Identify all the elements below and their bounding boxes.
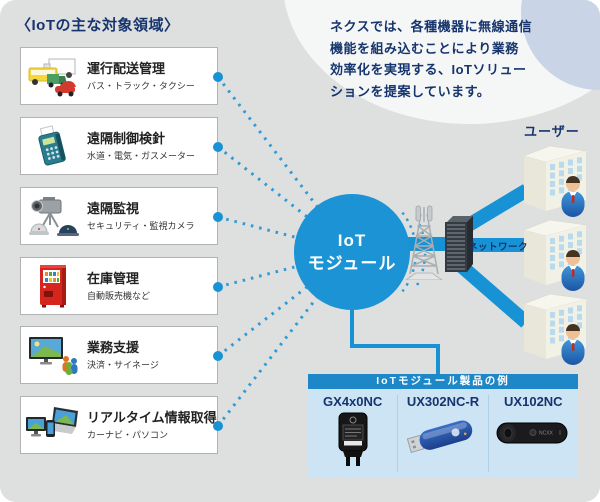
intro-line: 機能を組み込むことにより業務 [330,40,519,56]
area-subtitle: セキュリティ・監視カメラ [87,220,195,231]
cell-tower-icon [405,205,443,280]
camera-icon [21,196,87,236]
area-box-metering: 遠隔制御検針 水道・電気・ガスメーター [20,117,218,175]
band-server-to-building-2 [462,238,526,252]
product-ux102nc: UX102NC NCXX [489,389,578,478]
area-subtitle: 自動販売機など [87,290,151,301]
area-box-delivery: 運行配送管理 バス・トラック・タクシー [20,47,218,105]
usb-dongle-black-icon: NCXX [496,422,568,444]
intro-text: ネクスでは、各種機器に無線通信 機能を組み込むことにより業務 効率化を実現する、… [330,16,532,102]
user-building-icon [523,145,587,218]
link-bullets [213,72,223,431]
area-subtitle: 決済・サイネージ [87,359,159,370]
vending-machine-icon [21,263,87,309]
product-gx4x0nc: GX4x0NC [308,389,397,478]
product-ux302nc-r: UX302NC-R [398,389,487,478]
product-name: UX102NC [504,394,563,409]
intro-line: ションを提案しています。 [330,83,491,99]
hub-label-line2: モジュール [307,254,397,273]
area-box-realtime: リアルタイム情報取得 カーナビ・パソコン [20,396,218,454]
usb-dongle-blue-icon [406,420,473,453]
ac-adapter-module-icon [338,412,368,466]
area-title: リアルタイム情報取得 [87,409,217,425]
meter-icon [21,124,87,168]
area-subtitle: バス・トラック・タクシー [87,80,195,91]
hub-label-line1: IoT [337,231,367,250]
area-box-business: 業務支援 決済・サイネージ [20,326,218,384]
brand-mark: NCXX [539,431,554,437]
network-server-icon [445,216,473,272]
intro-line: 効率化を実現する、IoTソリュー [330,62,527,77]
area-title: 業務支援 [87,339,140,355]
hub-to-panel-connector [350,302,440,375]
panel-divider [487,395,489,472]
area-box-monitoring: 遠隔監視 セキュリティ・監視カメラ [20,187,218,245]
products-panel-header: IoTモジュール製品の例 [308,374,578,389]
product-name: GX4x0NC [323,394,383,409]
area-title: 遠隔制御検針 [87,130,166,146]
product-name: UX302NC-R [406,394,480,409]
panel-divider [397,395,399,472]
area-title: 在庫管理 [87,270,140,286]
page-title: 〈IoTの主な対象領域〉 [16,17,180,34]
intro-line: ネクスでは、各種機器に無線通信 [330,19,533,34]
products-panel: GX4x0NC UX302NC-R [308,389,578,478]
user-building-icon [523,219,587,292]
signage-icon [21,335,87,375]
area-subtitle: 水道・電気・ガスメーター [87,150,196,161]
users-label: ユーザー [524,124,580,139]
area-box-inventory: 在庫管理 自動販売機など [20,257,218,315]
network-label: ネットワーク [468,242,529,253]
area-title: 遠隔監視 [87,200,140,216]
area-subtitle: カーナビ・パソコン [87,429,169,440]
devices-icon [21,405,87,445]
iot-module-hub: IoT モジュール [294,194,410,310]
user-building-icon [523,293,587,366]
area-title: 運行配送管理 [87,60,166,76]
vehicles-icon [21,55,87,97]
